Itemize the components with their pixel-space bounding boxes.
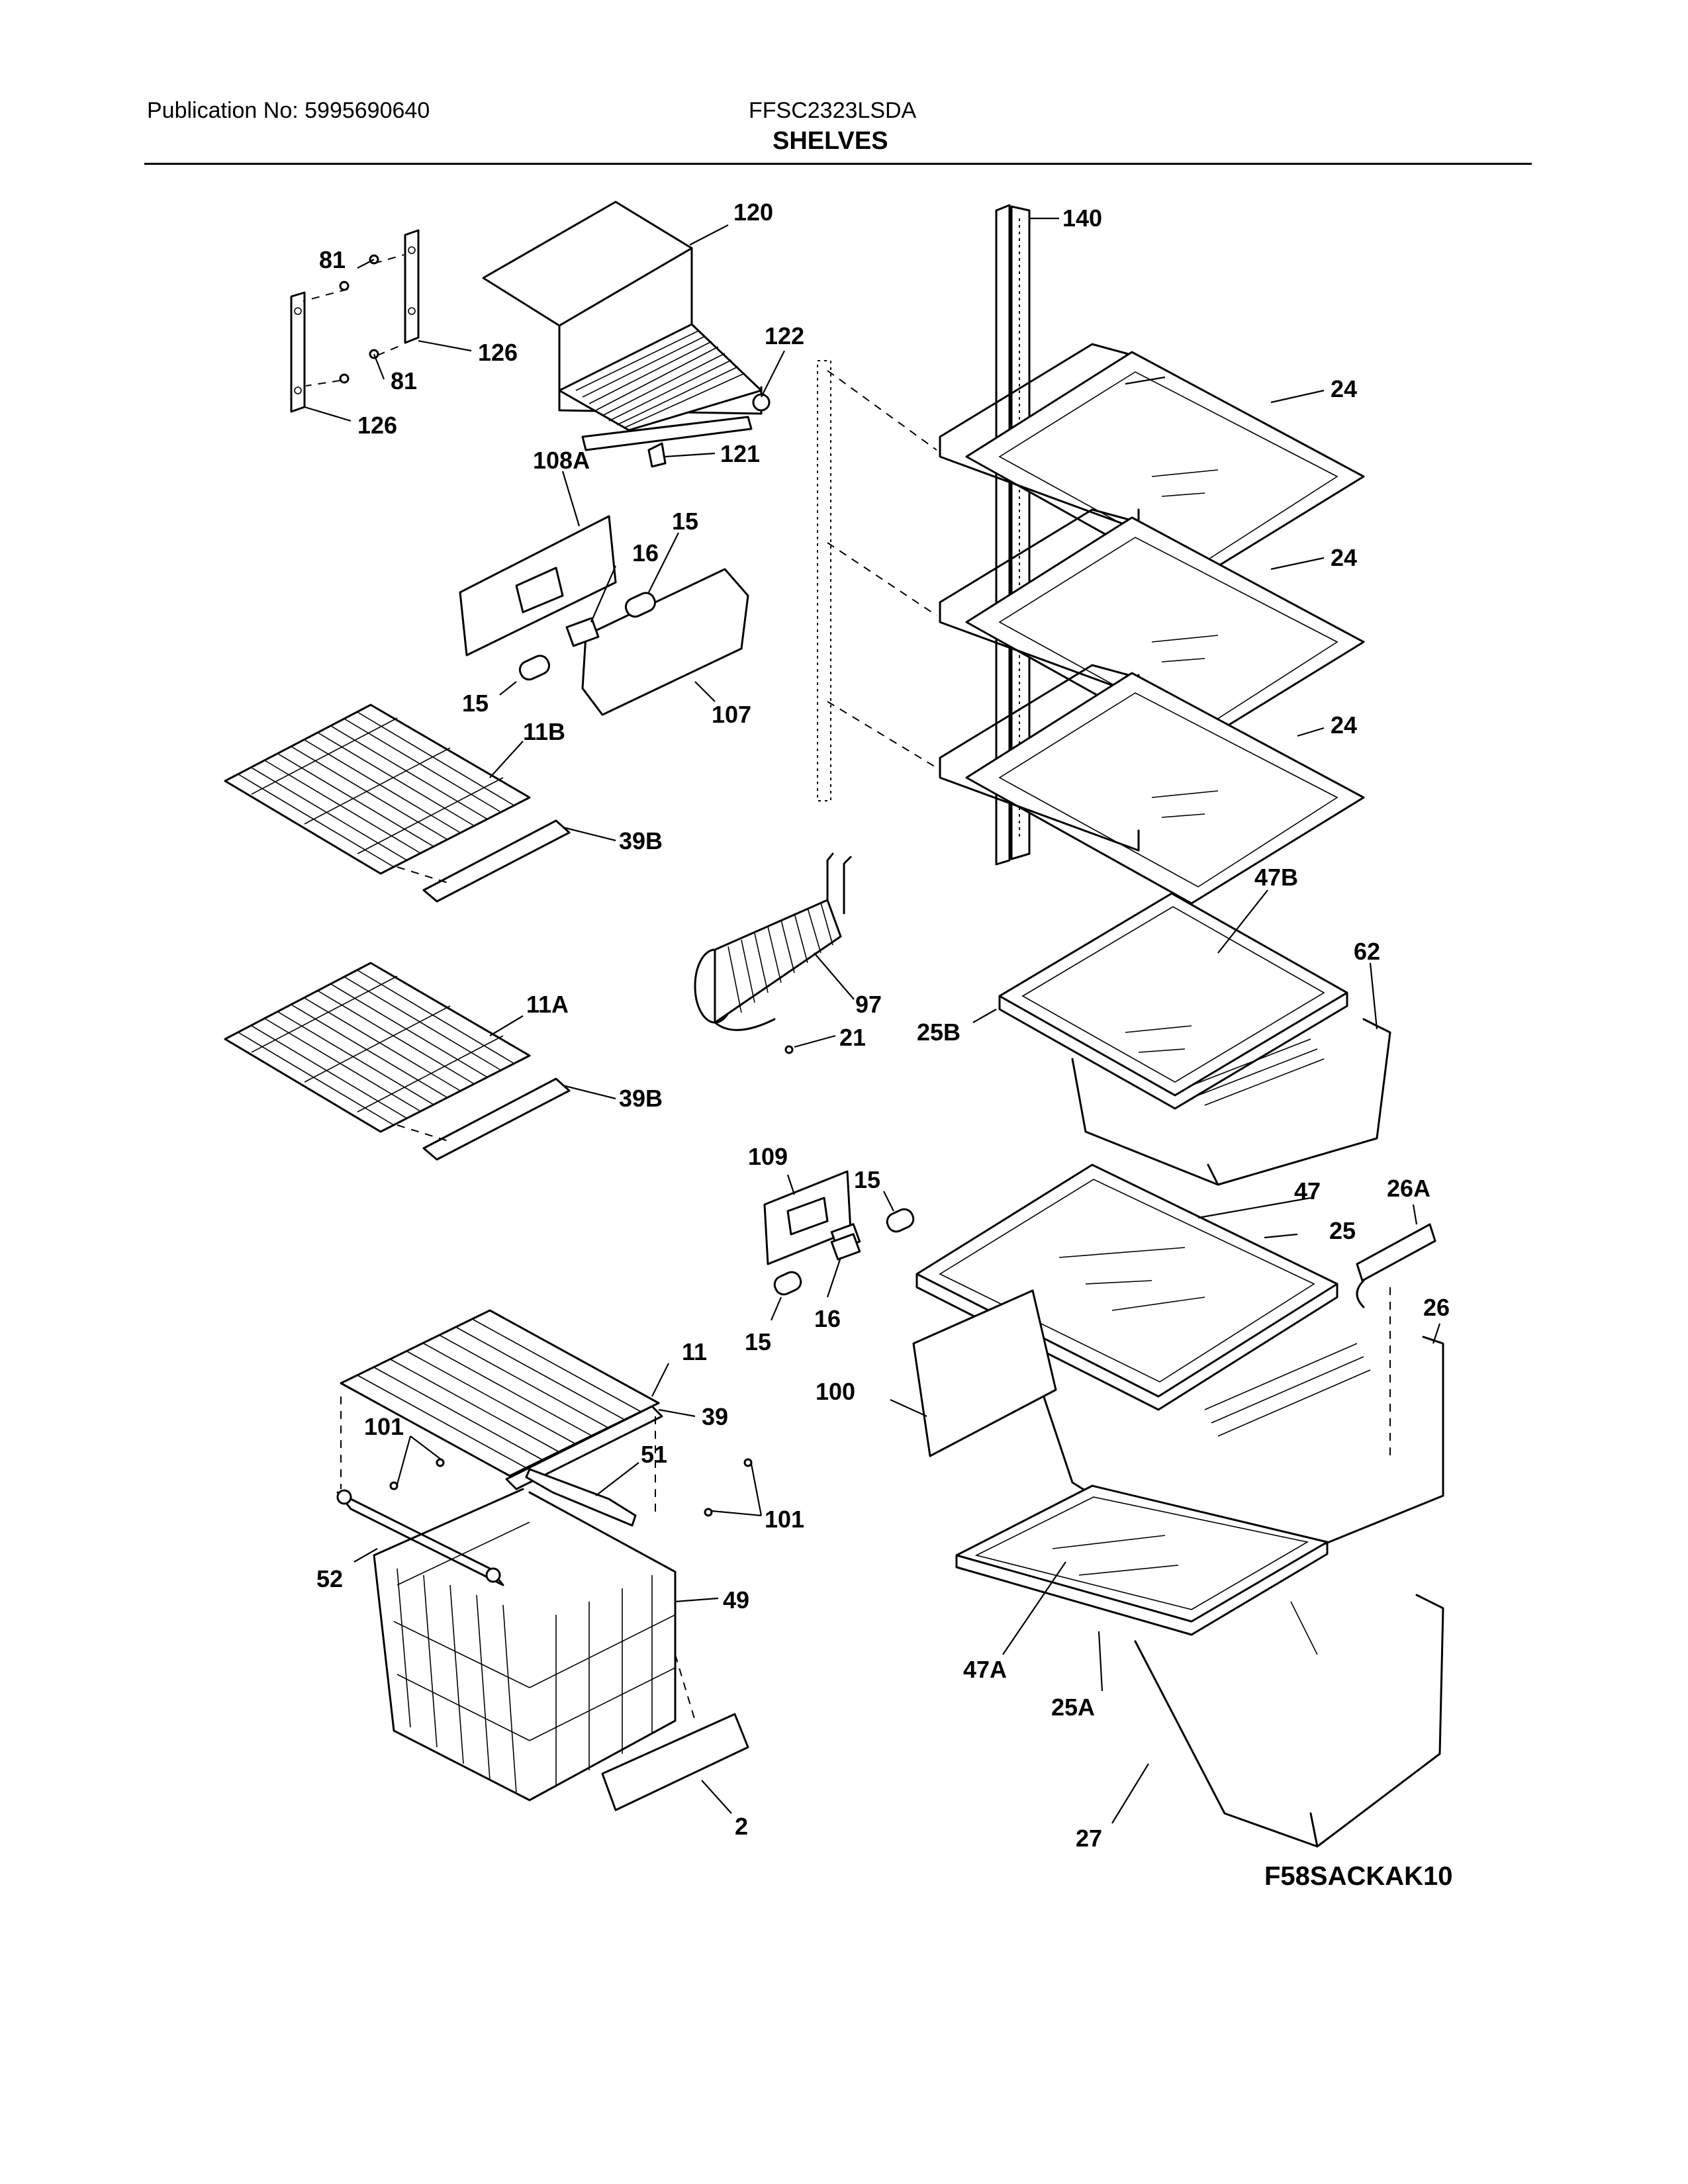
callout-101: 101 xyxy=(765,1506,804,1533)
callout-121: 121 xyxy=(720,440,760,467)
callout-2: 2 xyxy=(735,1813,748,1840)
callout-47B: 47B xyxy=(1254,864,1298,891)
callout-24: 24 xyxy=(1331,711,1357,739)
callout-47: 47 xyxy=(1294,1177,1321,1205)
part-140-rails xyxy=(817,204,1059,866)
part-11A-wire-shelf xyxy=(224,962,616,1161)
callout-109: 109 xyxy=(748,1143,788,1170)
callout-24: 24 xyxy=(1331,544,1357,571)
model-number: FFSC2323LSDA xyxy=(749,98,917,123)
callout-81: 81 xyxy=(319,246,346,273)
callout-39B: 39B xyxy=(619,827,663,854)
part-24-shelves xyxy=(827,343,1365,905)
callout-27: 27 xyxy=(1076,1825,1102,1852)
callout-15: 15 xyxy=(672,508,698,535)
part-25-crisper xyxy=(890,1163,1444,1583)
callout-26: 26 xyxy=(1423,1294,1450,1321)
part-126-brackets xyxy=(290,229,472,422)
part-11-basket-assembly xyxy=(336,1309,763,1814)
figure-id: F58SACKAK10 xyxy=(1264,1862,1453,1891)
callout-11: 11 xyxy=(682,1338,707,1365)
part-109-light xyxy=(763,1170,915,1321)
section-title: SHELVES xyxy=(773,127,888,155)
callout-49: 49 xyxy=(723,1586,749,1614)
header-rule xyxy=(144,163,1532,165)
callout-15: 15 xyxy=(854,1166,880,1193)
callout-39B: 39B xyxy=(619,1085,663,1112)
callout-122: 122 xyxy=(765,322,804,349)
callout-81: 81 xyxy=(391,367,417,394)
callout-25: 25 xyxy=(1329,1217,1356,1244)
part-120-tray xyxy=(482,201,785,468)
part-108A-light xyxy=(459,471,749,716)
callout-126: 126 xyxy=(357,412,397,439)
callout-11A: 11A xyxy=(526,991,569,1018)
callout-51: 51 xyxy=(641,1441,667,1468)
callout-140: 140 xyxy=(1062,205,1102,232)
publication-number: Publication No: 5995690640 xyxy=(147,98,430,123)
callout-25A: 25A xyxy=(1051,1694,1095,1721)
callout-16: 16 xyxy=(632,539,659,567)
callout-52: 52 xyxy=(316,1565,343,1592)
callout-47A: 47A xyxy=(963,1656,1007,1683)
callout-101: 101 xyxy=(364,1413,404,1440)
callout-108A: 108A xyxy=(533,447,590,474)
callout-16: 16 xyxy=(814,1305,841,1332)
callout-labels: 81 81 126 126 120 122 121 140 24 24 24 1… xyxy=(316,199,1453,1891)
part-25A-crisper xyxy=(955,1484,1444,1848)
callout-39: 39 xyxy=(702,1403,728,1430)
callout-100: 100 xyxy=(816,1378,855,1405)
callout-21: 21 xyxy=(839,1024,866,1051)
callout-62: 62 xyxy=(1354,938,1380,965)
callout-11B: 11B xyxy=(523,718,565,745)
part-97-coil xyxy=(694,852,855,1054)
callout-126: 126 xyxy=(478,339,518,366)
callout-15: 15 xyxy=(745,1328,771,1355)
callout-24: 24 xyxy=(1331,375,1357,402)
part-25B-crisper xyxy=(972,889,1391,1186)
callout-97: 97 xyxy=(855,991,882,1018)
callout-15: 15 xyxy=(462,690,489,717)
callout-107: 107 xyxy=(712,701,751,728)
part-11B-wire-shelf xyxy=(224,704,616,903)
callout-25B: 25B xyxy=(917,1019,961,1046)
callout-120: 120 xyxy=(733,199,773,226)
callout-26A: 26A xyxy=(1387,1175,1430,1202)
